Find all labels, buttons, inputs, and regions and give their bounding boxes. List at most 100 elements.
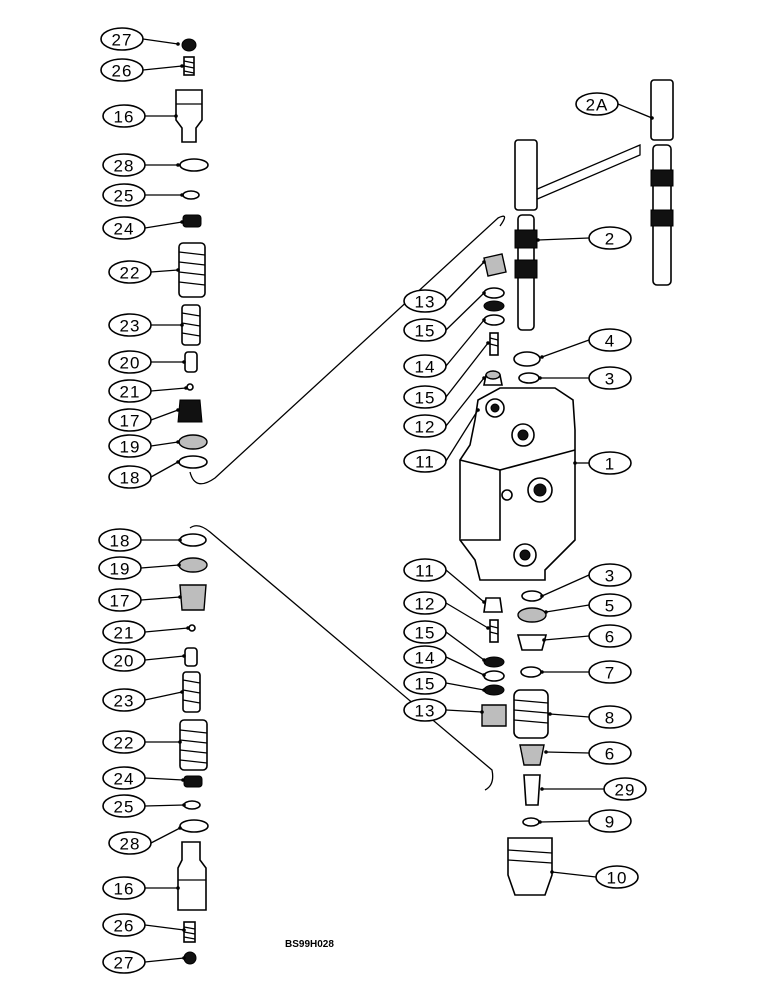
- callout-label: 18: [110, 532, 131, 551]
- callout-label: 2A: [586, 96, 609, 115]
- callout-top-left-8: 20: [108, 350, 186, 374]
- callout-label: 24: [114, 770, 135, 789]
- callout-label: 14: [415, 649, 436, 668]
- callout-label: 15: [415, 675, 436, 694]
- leader-line: [549, 713, 590, 718]
- callout-label: 18: [120, 469, 141, 488]
- callout-label: 13: [415, 293, 436, 312]
- callout-right-lower-0: 3: [540, 563, 632, 598]
- callout-label: 25: [114, 187, 135, 206]
- callout-oval: [108, 260, 152, 284]
- leader-arrowhead: [181, 778, 185, 782]
- callout-label: 23: [114, 692, 135, 711]
- callout-right-lower-7: 9: [538, 809, 632, 833]
- leader-line: [445, 409, 479, 462]
- callout-center-lower-2: 15: [403, 620, 486, 662]
- callout-top-left-10: 17: [108, 408, 180, 432]
- leader-arrowhead: [482, 291, 486, 295]
- callout-bottom-left-12: 27: [102, 950, 186, 974]
- callout-label: 6: [605, 745, 615, 764]
- callout-oval: [100, 27, 144, 51]
- callout-label: 19: [110, 560, 131, 579]
- leader-line: [144, 804, 185, 807]
- leader-line: [445, 342, 489, 398]
- callout-bottom-left-10: 16: [102, 876, 180, 900]
- callout-oval: [102, 688, 146, 712]
- callout-top-left-2: 16: [102, 104, 178, 128]
- callout-label: 3: [605, 370, 615, 389]
- callout-oval: [595, 865, 639, 889]
- callout-top-left-3: 28: [102, 153, 180, 177]
- spool-assembly: [514, 79, 674, 331]
- callouts: 2726162825242223202117191818191721202322…: [98, 27, 654, 974]
- callout-oval: [102, 950, 146, 974]
- leader-arrowhead: [550, 870, 554, 874]
- callout-label: 12: [415, 595, 436, 614]
- callout-bottom-left-3: 21: [102, 620, 190, 644]
- callout-label: 26: [114, 917, 135, 936]
- callout-oval: [403, 385, 447, 409]
- leader-arrowhead: [548, 712, 552, 716]
- leader-line: [150, 827, 181, 844]
- callout-oval: [588, 328, 632, 352]
- callout-oval: [403, 591, 447, 615]
- leader-arrowhead: [176, 408, 180, 412]
- leader-line: [445, 569, 485, 603]
- leader-arrowhead: [182, 928, 186, 932]
- leader-arrowhead: [480, 710, 484, 714]
- callout-oval: [98, 588, 142, 612]
- leader-arrowhead: [476, 408, 480, 412]
- leader-arrowhead: [486, 626, 490, 630]
- leader-line: [144, 655, 185, 661]
- callout-label: 17: [110, 592, 131, 611]
- leader-arrowhead: [482, 376, 486, 380]
- leader-line: [543, 635, 590, 641]
- callout-oval: [403, 671, 447, 695]
- leader-arrowhead: [573, 461, 577, 465]
- leader-arrowhead: [486, 341, 490, 345]
- callout-oval: [98, 556, 142, 580]
- callout-label: 2: [605, 230, 615, 249]
- leader-arrowhead: [180, 64, 184, 68]
- callout-label: 13: [415, 702, 436, 721]
- callout-center-lower-4: 15: [403, 671, 486, 695]
- leader-arrowhead: [540, 355, 544, 359]
- valve-body: [459, 387, 576, 581]
- leader-line: [150, 387, 187, 392]
- callout-label: 5: [605, 597, 615, 616]
- callout-bottom-left-8: 25: [102, 794, 186, 818]
- callout-label: 4: [605, 332, 615, 351]
- leader-line: [541, 574, 590, 597]
- leader-line: [445, 261, 485, 302]
- callout-oval: [403, 354, 447, 378]
- callout-right-lower-3: 7: [540, 660, 632, 684]
- callout-label: 9: [605, 813, 615, 832]
- callout-oval: [102, 153, 146, 177]
- callout-oval: [108, 408, 152, 432]
- callout-oval: [98, 528, 142, 552]
- callout-oval: [403, 645, 447, 669]
- leader-line: [144, 221, 183, 229]
- callout-label: 19: [120, 438, 141, 457]
- callout-label: 11: [415, 562, 435, 581]
- callout-center-upper-2: 14: [403, 318, 486, 378]
- callout-bottom-left-6: 22: [102, 730, 182, 754]
- leader-arrowhead: [482, 318, 486, 322]
- leader-arrowhead: [174, 114, 178, 118]
- callout-label: 20: [120, 354, 141, 373]
- leader-arrowhead: [538, 820, 542, 824]
- callout-oval: [100, 58, 144, 82]
- callout-oval: [403, 620, 447, 644]
- callout-label: 28: [114, 157, 135, 176]
- leader-line: [142, 65, 183, 71]
- leader-line: [445, 602, 489, 629]
- callout-label: 21: [114, 624, 135, 643]
- callout-oval: [588, 809, 632, 833]
- callout-oval: [403, 289, 447, 313]
- callout-oval: [603, 777, 647, 801]
- leader-arrowhead: [182, 360, 186, 364]
- leader-line: [144, 777, 184, 781]
- callout-oval: [108, 434, 152, 458]
- callout-oval: [102, 730, 146, 754]
- callout-bottom-left-7: 24: [102, 766, 185, 790]
